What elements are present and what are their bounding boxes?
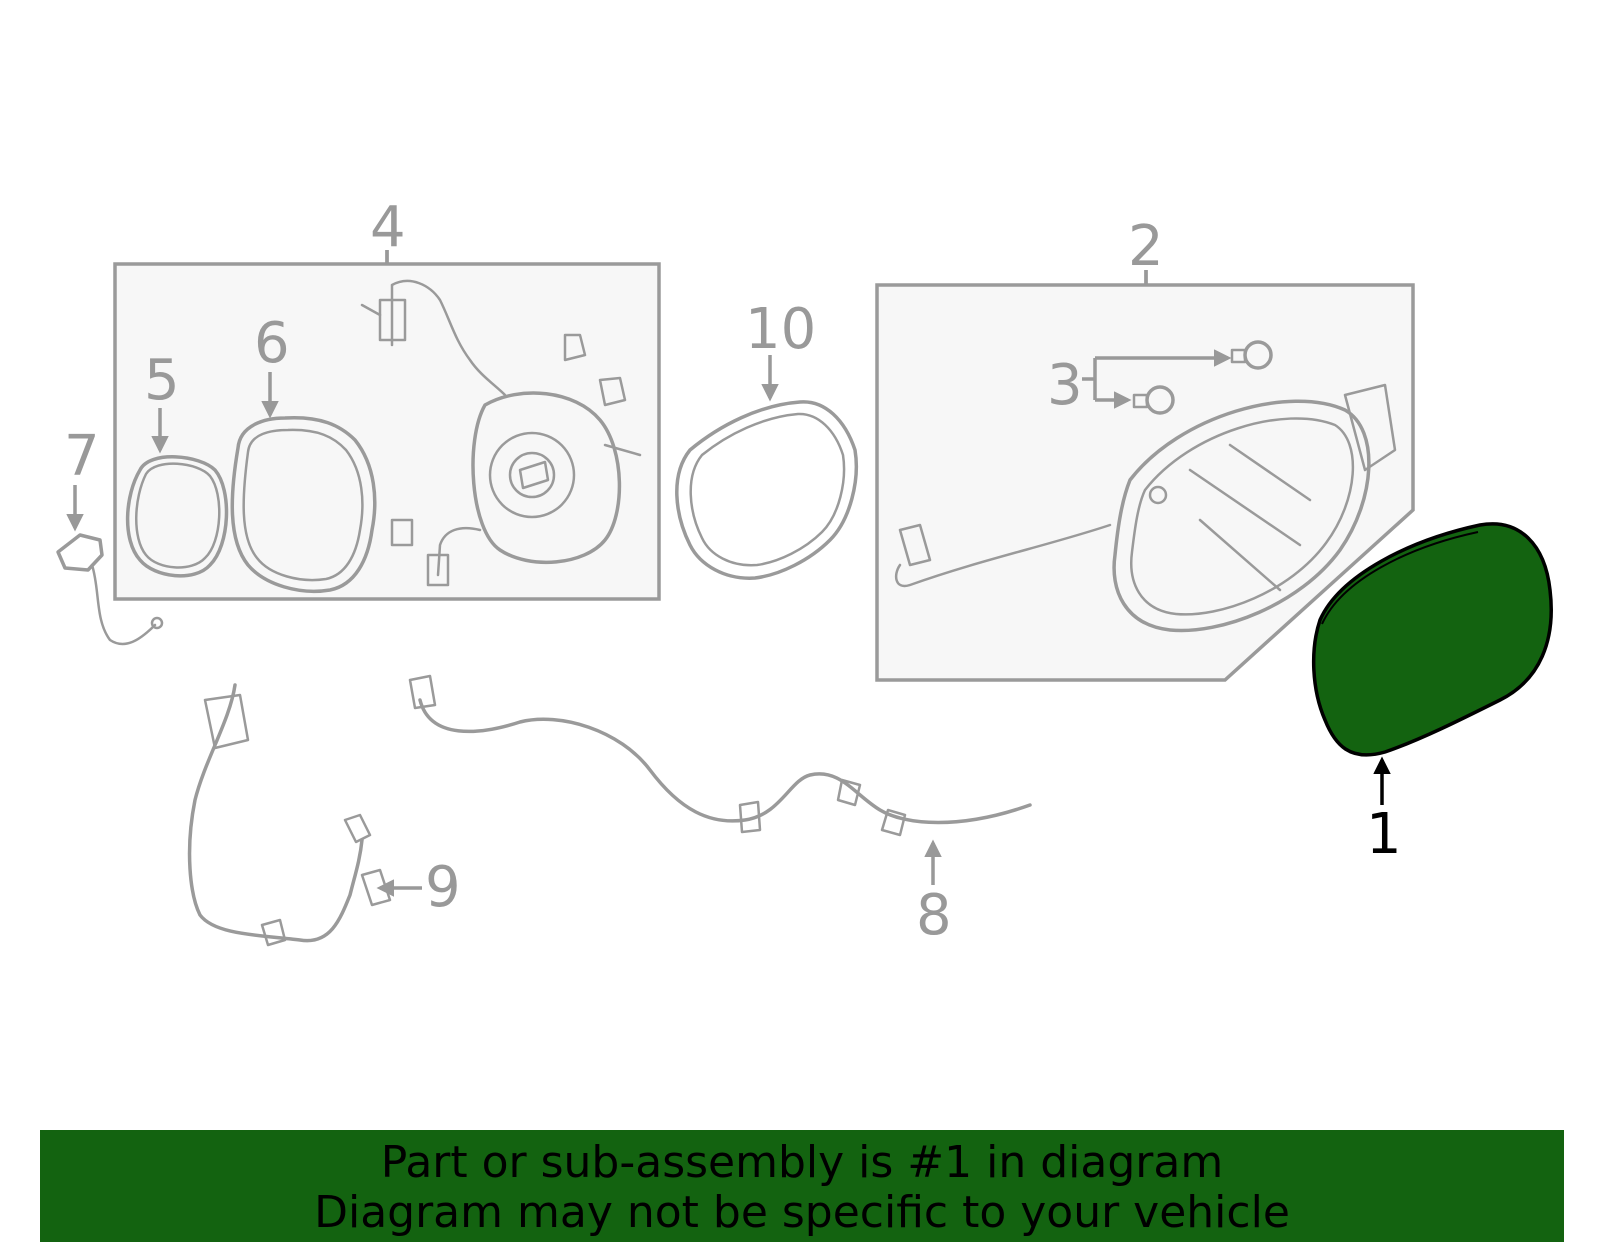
callout-7: 7 xyxy=(64,424,100,489)
banner-line-1: Part or sub-assembly is #1 in diagram xyxy=(380,1137,1224,1188)
part-5-gasket xyxy=(125,455,229,578)
part-3-clips xyxy=(1082,340,1273,415)
assembly-box-4 xyxy=(113,250,661,601)
part-4-charge-port-housing xyxy=(360,279,642,587)
part-1-fuel-door xyxy=(1311,522,1553,757)
part-10-seal-frame xyxy=(675,400,858,580)
callout-1: 1 xyxy=(1366,802,1402,867)
info-banner: Part or sub-assembly is #1 in diagram Di… xyxy=(40,1130,1564,1242)
part-7-sensor xyxy=(56,533,164,646)
callout-6: 6 xyxy=(254,311,290,376)
callout-4: 4 xyxy=(370,195,406,260)
part-9-harness xyxy=(187,683,392,947)
part-6-housing-seal xyxy=(230,415,377,593)
callout-5: 5 xyxy=(144,348,180,413)
callout-10: 10 xyxy=(745,297,816,362)
callout-9: 9 xyxy=(425,855,461,920)
part-2-door-housing xyxy=(894,383,1397,633)
part-8-cable xyxy=(408,674,1032,837)
callout-3: 3 xyxy=(1047,353,1083,418)
banner-line-2: Diagram may not be specific to your vehi… xyxy=(314,1187,1290,1238)
callout-2: 2 xyxy=(1128,214,1164,279)
callout-8: 8 xyxy=(916,883,952,948)
